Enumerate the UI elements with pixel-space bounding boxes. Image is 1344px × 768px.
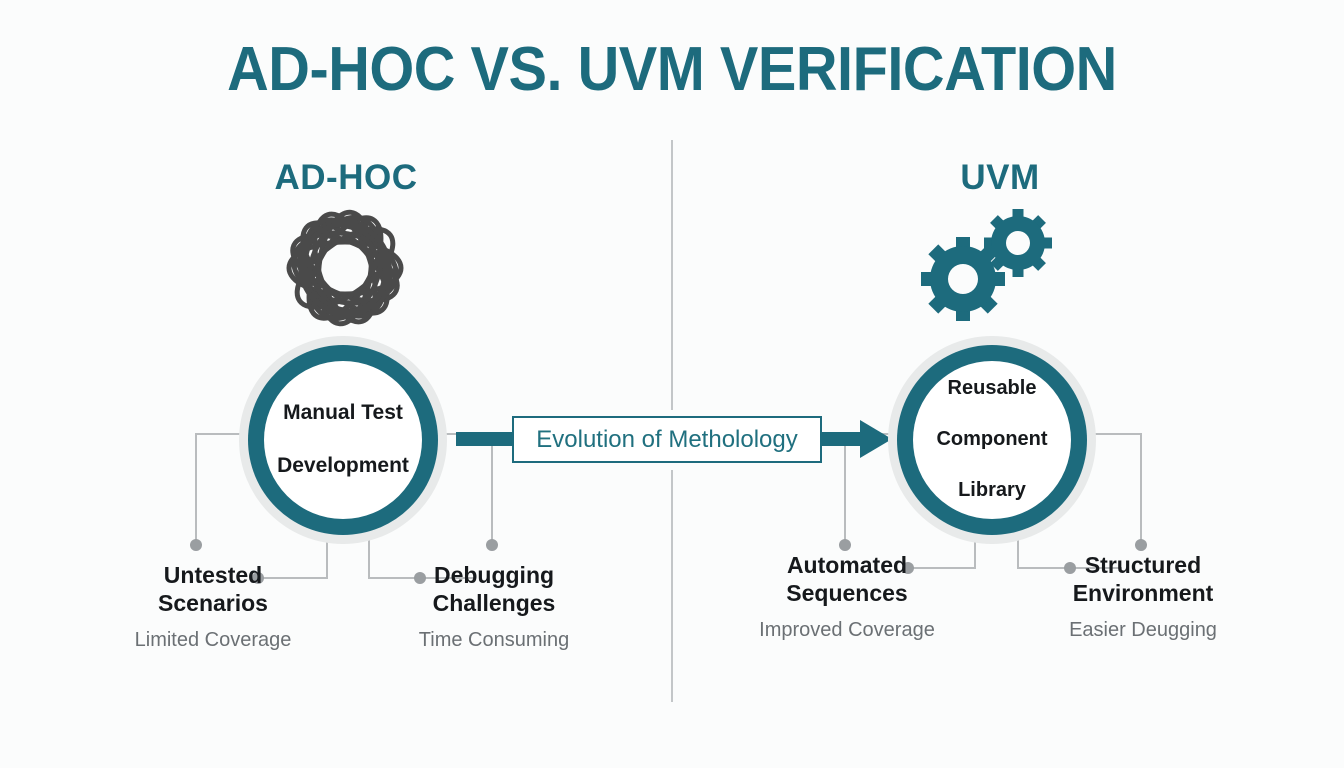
- circle-face: Manual Test Development: [264, 361, 422, 519]
- evolution-label-text: Evolution of Metholology: [536, 425, 798, 453]
- leaf-subtitle: Easier Deugging: [1069, 619, 1217, 642]
- connector-dot: [486, 539, 498, 551]
- connector-dot: [839, 539, 851, 551]
- right-column-heading: UVM: [960, 158, 1040, 197]
- leaf-automated-sequences: Automated Sequences Improved Coverage: [756, 552, 938, 642]
- page-title: AD-HOC VS. UVM VERIFICATION: [227, 35, 1117, 104]
- leaf-subtitle: Improved Coverage: [759, 619, 935, 642]
- leaf-subtitle: Time Consuming: [418, 629, 570, 652]
- left-circle-label-line-1: Manual Test Development: [277, 400, 409, 478]
- circle-face: Reusable Component Library: [913, 361, 1071, 519]
- leaf-subtitle: Limited Coverage: [134, 629, 292, 652]
- leaf-title: Debugging Challenges: [432, 562, 556, 616]
- connector-dot: [1135, 539, 1147, 551]
- evolution-label-box[interactable]: Evolution of Metholology: [512, 416, 822, 463]
- tangled-scribble-icon: [286, 209, 404, 327]
- connector-dot: [252, 572, 264, 584]
- leaf-title: Untested Scenarios: [158, 562, 268, 616]
- left-column-heading: AD-HOC: [274, 158, 418, 197]
- connector-dot: [902, 562, 914, 574]
- leaf-title: Automated Sequences: [786, 552, 908, 606]
- right-circle-node[interactable]: Reusable Component Library: [888, 336, 1096, 544]
- left-connector-dots: [190, 539, 498, 584]
- leaf-debugging-challenges: Debugging Challenges Time Consuming: [404, 562, 584, 652]
- leaf-structured-environment: Structured Environment Easier Deugging: [1048, 552, 1238, 642]
- leaf-title: Structured Environment: [1072, 552, 1214, 606]
- right-arrow-icon: [456, 420, 892, 458]
- right-circle-label: Reusable Component Library: [936, 377, 1048, 502]
- left-circle-node[interactable]: Manual Test Development: [239, 336, 447, 544]
- gears-icon: [921, 209, 1052, 321]
- connector-dot: [414, 572, 426, 584]
- right-connector-dots: [839, 539, 1147, 574]
- connector-dot: [190, 539, 202, 551]
- connector-dot: [1064, 562, 1076, 574]
- leaf-untested-scenarios: Untested Scenarios Limited Coverage: [118, 562, 308, 652]
